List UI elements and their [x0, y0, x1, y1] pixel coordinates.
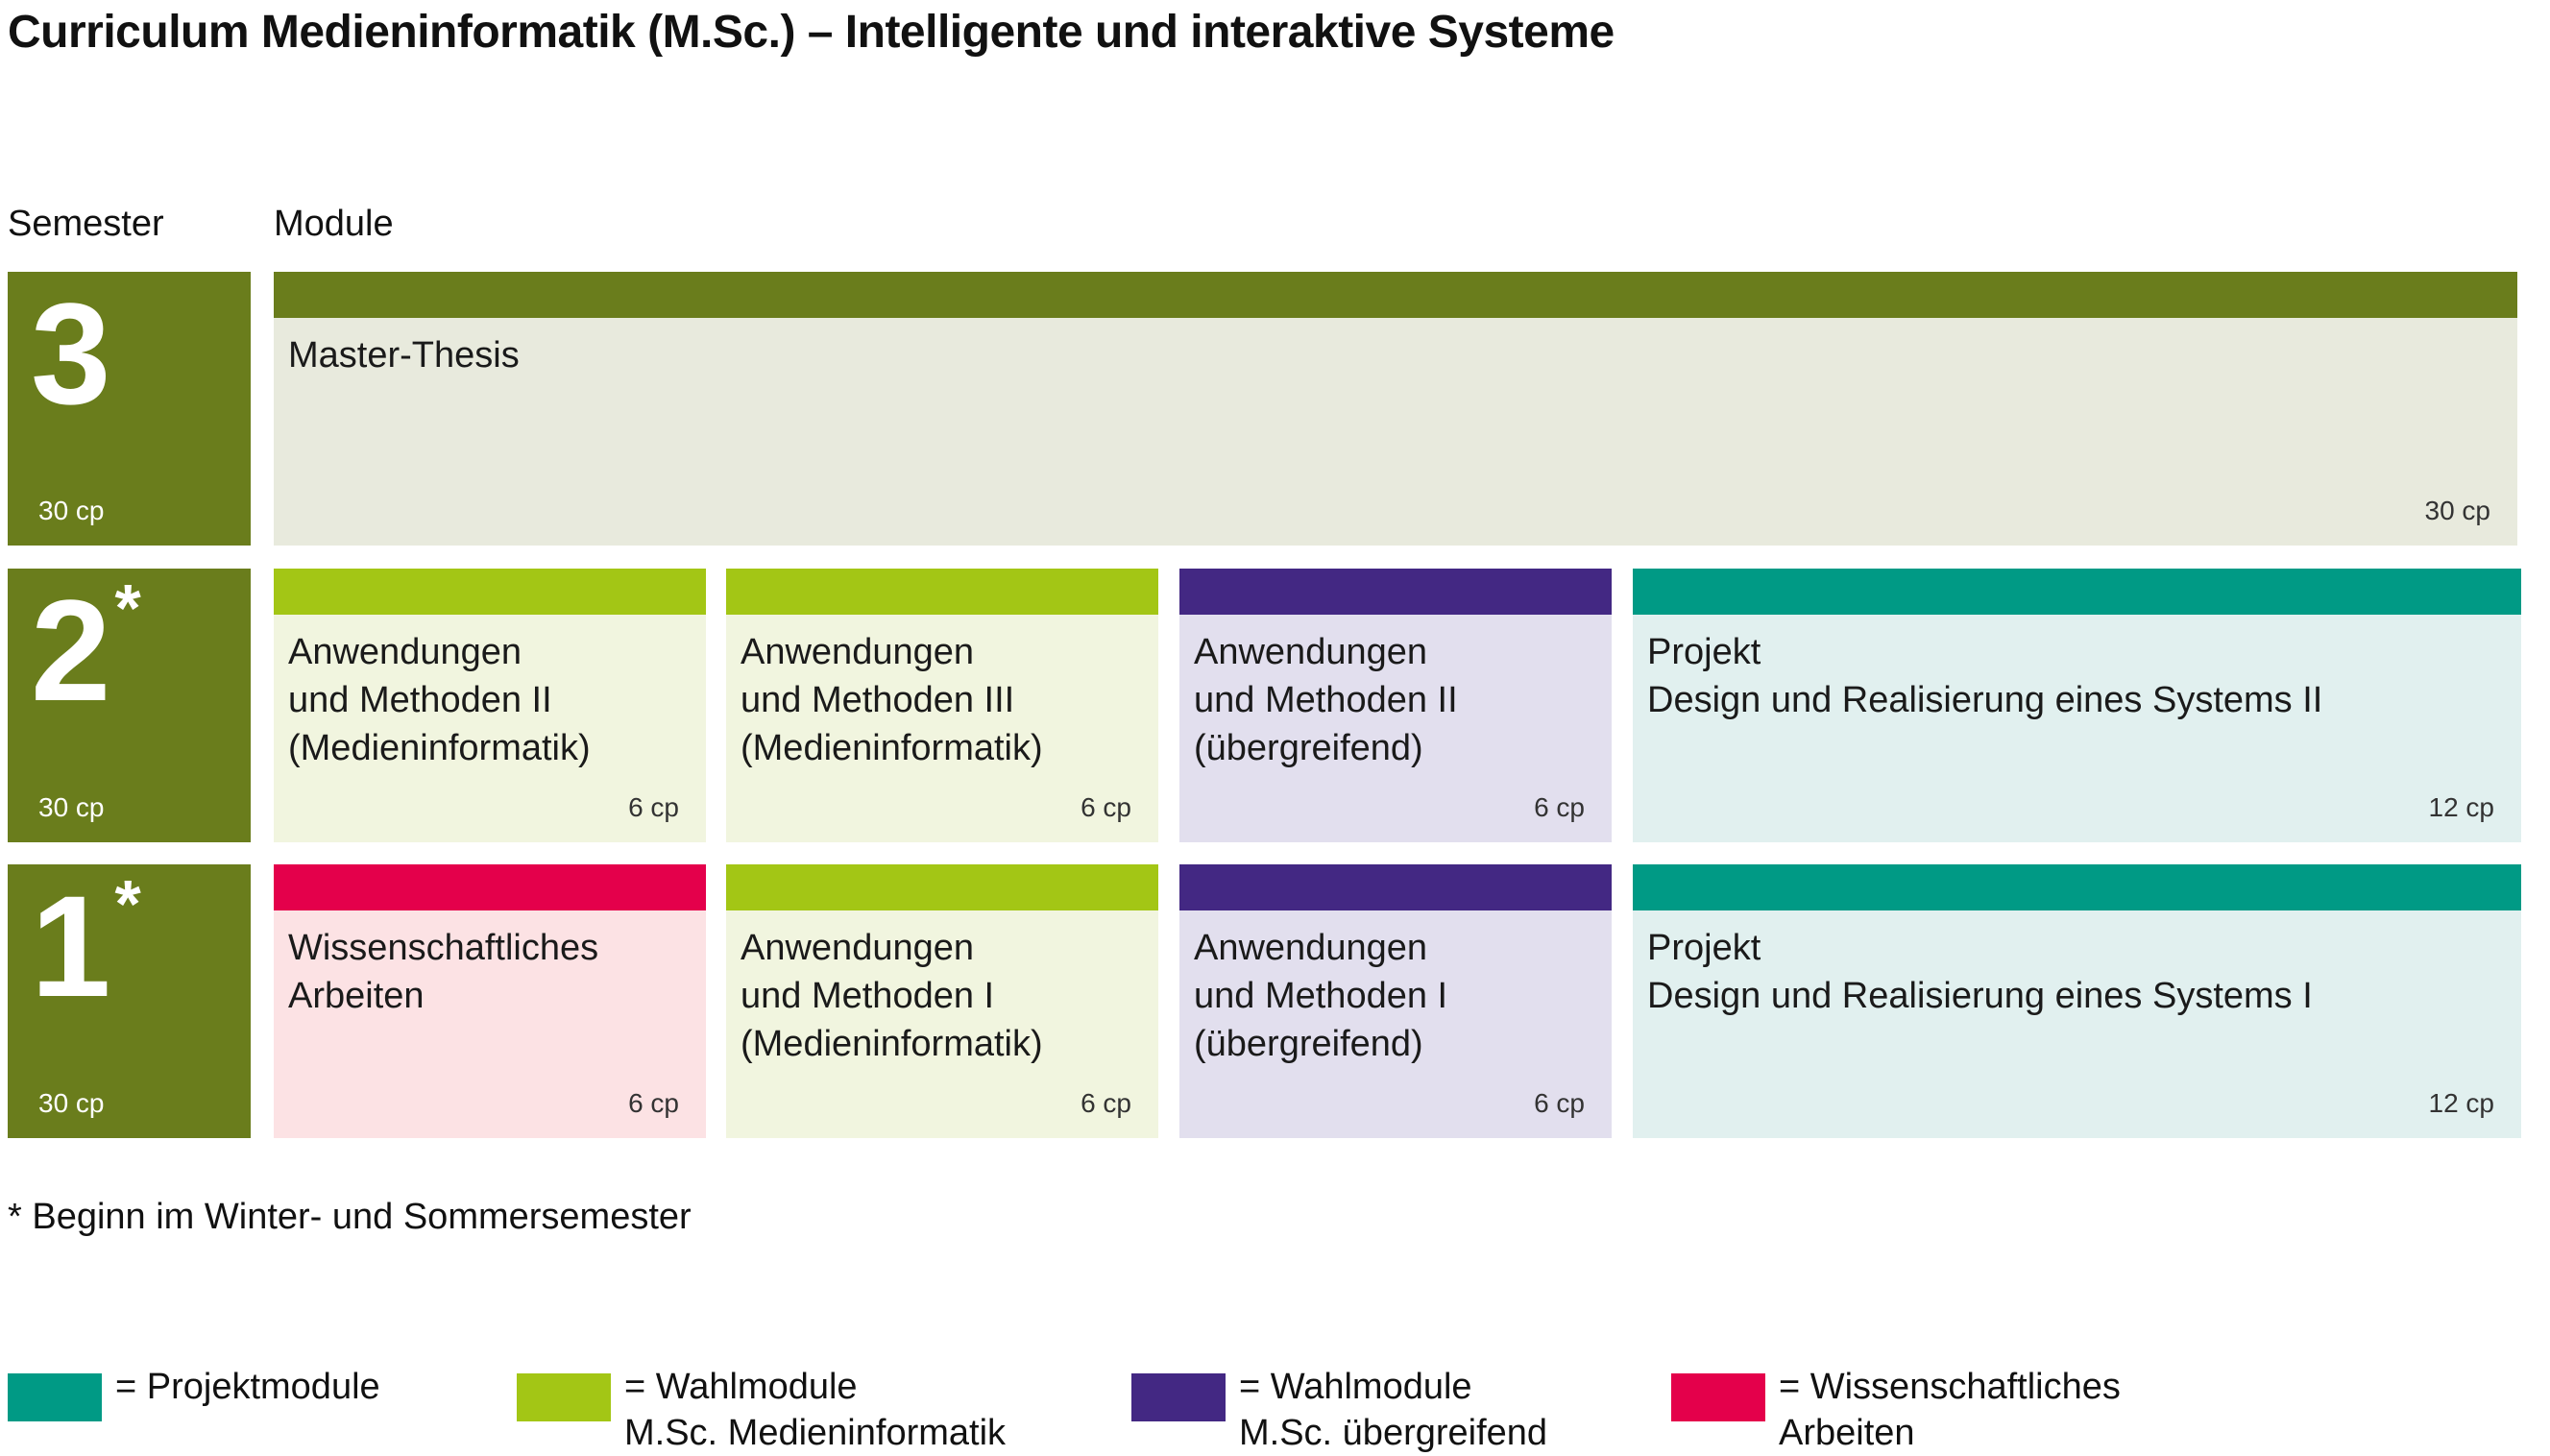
module-cp: 6 cp	[1081, 1088, 1131, 1118]
semester-3-block: 3 30 cp	[8, 272, 251, 546]
module-cp: 6 cp	[628, 1088, 679, 1118]
module-color-bar	[274, 569, 706, 615]
module-color-bar	[274, 272, 2517, 318]
module-cp: 6 cp	[628, 792, 679, 822]
semester-1-block: 1* 30 cp	[8, 864, 251, 1138]
semester-2-block: 2* 30 cp	[8, 569, 251, 842]
legend-label-wahlmodule-uebergreifend: = Wahlmodule M.Sc. übergreifend	[1239, 1367, 1548, 1453]
module-name: Anwendungen und Methoden I (übergreifend…	[1194, 928, 1448, 1064]
module-body	[1633, 615, 2521, 842]
module-cp: 12 cp	[2428, 1088, 2495, 1118]
module-cp: 6 cp	[1534, 792, 1585, 822]
module-color-bar	[1179, 569, 1612, 615]
semester-column-header: Semester	[8, 204, 164, 244]
module-anwendungen-methoden-2-uebergreifend: Anwendungen und Methoden II (übergreifen…	[1179, 569, 1612, 842]
semester-cp: 30 cp	[38, 496, 105, 525]
module-body	[274, 615, 706, 842]
legend-swatch-wahlmodule-uebergreifend	[1131, 1373, 1226, 1421]
module-name: Wissenschaftliches Arbeiten	[288, 928, 599, 1016]
module-wissenschaftliches-arbeiten: Wissenschaftliches Arbeiten 6 cp	[274, 864, 706, 1138]
module-name: Projekt Design und Realisierung eines Sy…	[1647, 632, 2323, 720]
module-anwendungen-methoden-1-uebergreifend: Anwendungen und Methoden I (übergreifend…	[1179, 864, 1612, 1138]
legend-swatch-wissenschaftliches-arbeiten	[1671, 1373, 1765, 1421]
module-projekt-2: Projekt Design und Realisierung eines Sy…	[1633, 569, 2521, 842]
footnote: * Beginn im Winter- und Sommersemester	[8, 1197, 692, 1237]
legend-swatch-wahlmodule-mi	[517, 1373, 611, 1421]
semester-number: 1*	[31, 865, 141, 1027]
module-name: Master-Thesis	[288, 335, 520, 376]
module-name: Anwendungen und Methoden I (Medieninform…	[741, 928, 1043, 1064]
module-color-bar	[1633, 569, 2521, 615]
module-body	[274, 910, 706, 1138]
module-body	[1179, 910, 1612, 1138]
module-body	[726, 910, 1158, 1138]
semester-cp: 30 cp	[38, 792, 105, 822]
module-body	[274, 318, 2517, 546]
module-color-bar	[1633, 864, 2521, 910]
semester-number: 2*	[31, 570, 141, 731]
legend-label-wissenschaftliches-arbeiten: = Wissenschaftliches Arbeiten	[1779, 1367, 2121, 1453]
module-projekt-1: Projekt Design und Realisierung eines Sy…	[1633, 864, 2521, 1138]
module-body	[726, 615, 1158, 842]
page-title: Curriculum Medieninformatik (M.Sc.) – In…	[8, 7, 1615, 58]
module-color-bar	[726, 569, 1158, 615]
module-name: Projekt Design und Realisierung eines Sy…	[1647, 928, 2313, 1016]
module-body	[1633, 910, 2521, 1138]
module-body	[1179, 615, 1612, 842]
module-anwendungen-methoden-3-mi: Anwendungen und Methoden III (Medieninfo…	[726, 569, 1158, 842]
module-anwendungen-methoden-2-mi: Anwendungen und Methoden II (Medieninfor…	[274, 569, 706, 842]
module-anwendungen-methoden-1-mi: Anwendungen und Methoden I (Medieninform…	[726, 864, 1158, 1138]
module-name: Anwendungen und Methoden II (übergreifen…	[1194, 632, 1458, 768]
legend-label-wahlmodule-mi: = Wahlmodule M.Sc. Medieninformatik	[624, 1367, 1007, 1453]
legend-swatch-projektmodule	[8, 1373, 102, 1421]
module-cp: 6 cp	[1534, 1088, 1585, 1118]
module-color-bar	[726, 864, 1158, 910]
module-color-bar	[1179, 864, 1612, 910]
semester-number: 3	[31, 273, 111, 434]
module-name: Anwendungen und Methoden III (Medieninfo…	[741, 632, 1043, 768]
module-column-header: Module	[274, 204, 394, 244]
module-cp: 12 cp	[2428, 792, 2495, 822]
legend-label-projektmodule: = Projektmodule	[115, 1367, 380, 1407]
module-name: Anwendungen und Methoden II (Medieninfor…	[288, 632, 591, 768]
semester-cp: 30 cp	[38, 1088, 105, 1118]
module-master-thesis: Master-Thesis 30 cp	[274, 272, 2517, 546]
module-color-bar	[274, 864, 706, 910]
module-cp: 30 cp	[2424, 496, 2491, 525]
module-cp: 6 cp	[1081, 792, 1131, 822]
